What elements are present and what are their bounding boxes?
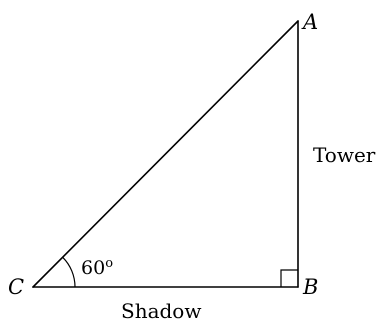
right-angle-marker bbox=[280, 269, 298, 287]
vertex-label-a: A bbox=[301, 10, 318, 34]
shadow-label: Shadow bbox=[121, 299, 201, 322]
angle-arc bbox=[62, 256, 76, 288]
tower-label: Tower bbox=[313, 143, 376, 167]
angle-degree-symbol: o bbox=[105, 256, 113, 271]
hypotenuse-line bbox=[32, 20, 299, 288]
vertex-label-b: B bbox=[302, 275, 318, 299]
angle-label: 60o bbox=[81, 256, 113, 279]
vertex-label-c: C bbox=[8, 275, 24, 299]
angle-value: 60 bbox=[81, 257, 105, 279]
